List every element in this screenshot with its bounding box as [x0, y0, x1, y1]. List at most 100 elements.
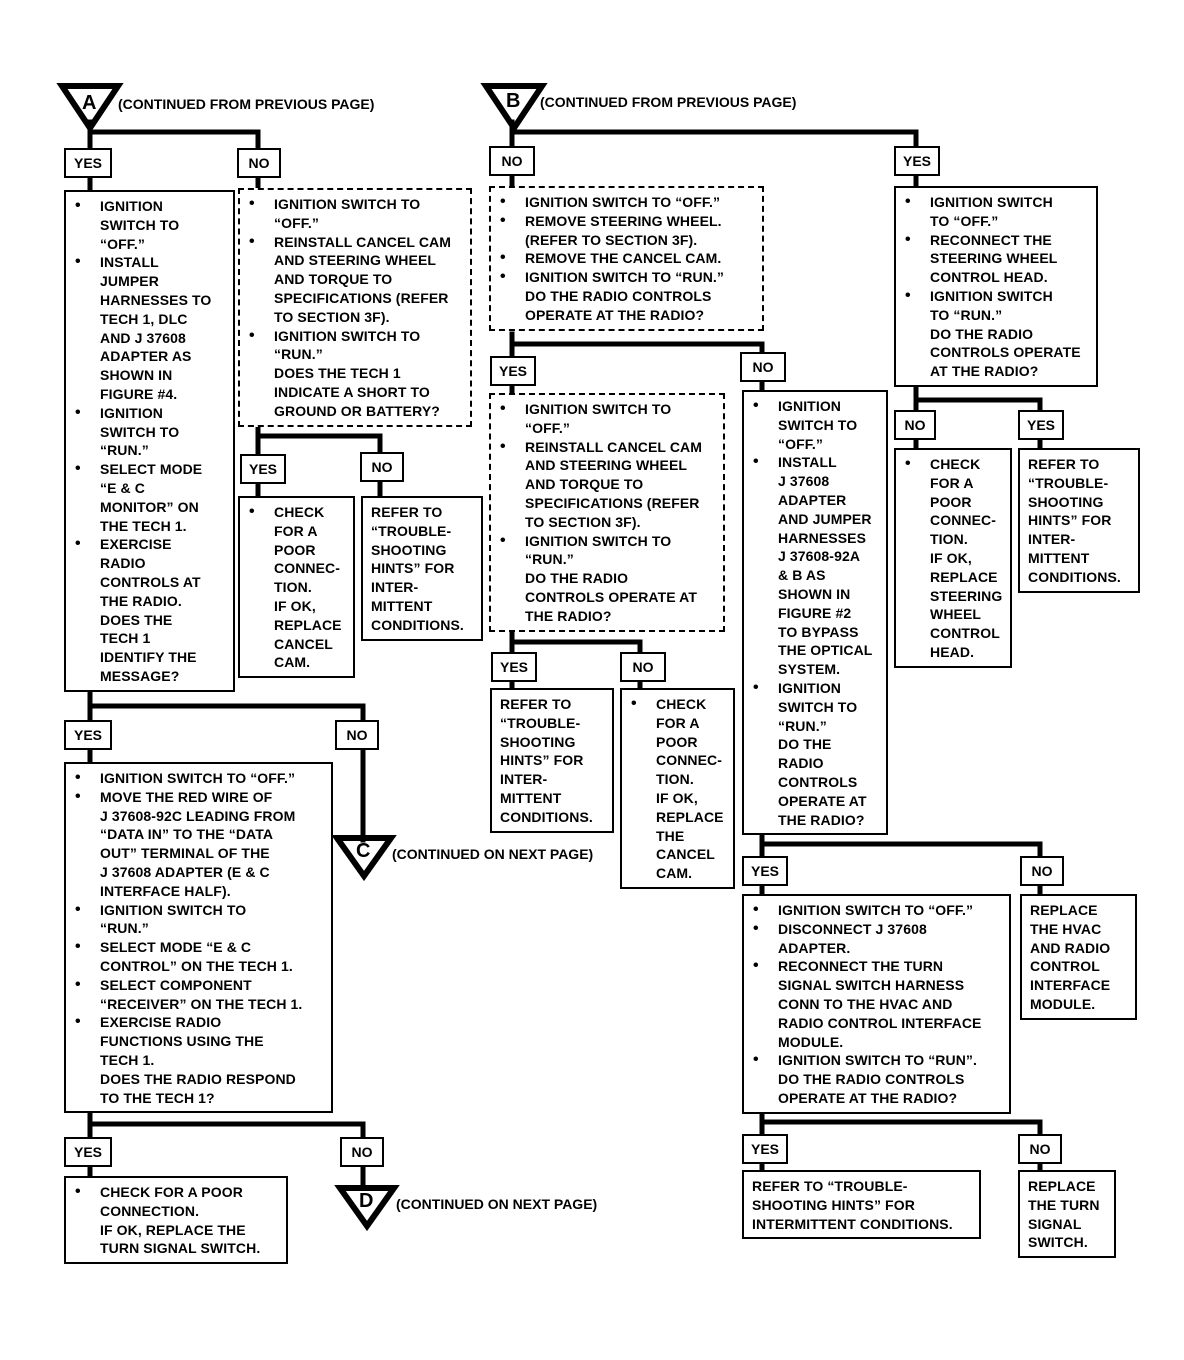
step-line: DO THE RADIO CONTROLS: [778, 1071, 965, 1088]
step-line: REPLACE: [656, 808, 724, 825]
step-line: AND STEERING WHEEL: [274, 252, 437, 269]
box-line: AND RADIO: [1030, 939, 1111, 956]
step-line: J 37608-92C LEADING FROM: [100, 807, 296, 824]
step-item: IGNITION SWITCH TO“OFF.”: [248, 195, 464, 233]
step-line: REINSTALL CANCEL CAM: [274, 233, 451, 250]
step-line: TION.: [930, 531, 968, 548]
step-line: SPECIFICATIONS (REFER: [274, 289, 449, 306]
step-line: TO SECTION 3F).: [274, 308, 390, 325]
tag-a-yes: YES: [64, 148, 112, 178]
tag-a-final-yes: YES: [64, 1137, 112, 1167]
tag-b-nyes-no: NO: [620, 652, 666, 682]
step-line: REPLACE: [274, 616, 342, 633]
step-line: DO THE RADIO: [930, 325, 1034, 342]
tag-b-yes: YES: [894, 146, 940, 176]
step-line: REINSTALL CANCEL CAM: [525, 438, 702, 455]
step-list: IGNITION SWITCH TO “OFF.”MOVE THE RED WI…: [74, 769, 325, 1107]
step-line: RADIO CONTROL INTERFACE: [778, 1014, 982, 1031]
box-line: CONDITIONS.: [371, 616, 464, 633]
step-line: AND J 37608: [100, 329, 186, 346]
step-line: OPERATE AT THE RADIO?: [778, 1089, 958, 1106]
step-list: IGNITION SWITCH TO“OFF.”REINSTALL CANCEL…: [248, 195, 464, 421]
step-line: SHOWN IN: [778, 585, 851, 602]
step-line: IGNITION: [100, 198, 164, 214]
step-line: WHEEL: [930, 606, 982, 623]
step-line: HARNESSES: [778, 529, 867, 546]
box-line: SHOOTING: [371, 541, 447, 558]
step-line: IGNITION SWITCH TO: [525, 401, 672, 417]
box-line: MITTENT: [371, 597, 433, 614]
step-line: JUMPER: [100, 273, 159, 290]
step-line: TECH 1.: [100, 1051, 155, 1068]
tag-b-nny-no: NO: [1018, 1134, 1062, 1164]
step-list: IGNITION SWITCH TO “OFF.”DISCONNECT J 37…: [752, 901, 1003, 1108]
box-line: REFER TO: [1028, 456, 1100, 472]
box-line: INTER-: [1028, 531, 1076, 548]
step-line: SELECT MODE “E & C: [100, 939, 252, 956]
step-list: IGNITION SWITCH TO “OFF.”REMOVE STEERING…: [499, 193, 756, 325]
step-line: CAM.: [274, 654, 311, 671]
step-line: SELECT MODE: [100, 461, 203, 478]
step-line: RECONNECT THE TURN: [778, 958, 944, 975]
step-line: & B AS: [778, 567, 826, 584]
step-line: TO BYPASS: [778, 623, 859, 640]
box-line: INTERMITTENT CONDITIONS.: [752, 1215, 953, 1232]
step-line: “RUN.”: [100, 920, 149, 937]
box-line: HINTS” FOR: [500, 752, 584, 769]
step-line: EXERCISE RADIO: [100, 1014, 222, 1031]
step-line: IF OK,: [274, 597, 316, 614]
step-item: MOVE THE RED WIRE OFJ 37608-92C LEADING …: [74, 788, 325, 901]
box-line: INTERFACE: [1030, 977, 1111, 994]
step-line: “RUN.”: [778, 717, 827, 734]
step-line: “OFF.”: [100, 235, 145, 252]
box-line: SHOOTING HINTS” FOR: [752, 1196, 915, 1213]
step-line: CHECK: [274, 504, 325, 520]
step-line: ADAPTER AS: [100, 348, 192, 365]
step-line: STEERING: [930, 587, 1003, 604]
step-line: J 37608: [778, 473, 830, 490]
step-line: DISCONNECT J 37608: [778, 920, 927, 937]
step-line: IGNITION: [778, 398, 842, 414]
step-line: TO SECTION 3F).: [525, 513, 641, 530]
step-line: AND JUMPER: [778, 510, 872, 527]
step-line: IF OK,: [656, 789, 698, 806]
step-line: CAM.: [656, 865, 693, 882]
step-item: IGNITION SWITCH TO“RUN.”DOES THE TECH 1I…: [248, 327, 464, 421]
step-line: (REFER TO SECTION 3F).: [525, 231, 698, 248]
step-line: REMOVE THE CANCEL CAM.: [525, 250, 722, 267]
step-line: DO THE RADIO: [525, 570, 629, 587]
step-line: REMOVE STEERING WHEEL.: [525, 212, 722, 229]
step-line: MONITOR” ON: [100, 498, 199, 515]
step-line: IGNITION SWITCH TO: [274, 196, 421, 212]
step-line: “OFF.”: [778, 435, 823, 452]
step-item: IGNITION SWITCH TO“RUN.”DO THE RADIOCONT…: [499, 532, 717, 626]
step-line: DOES THE RADIO RESPOND: [100, 1070, 296, 1087]
box-line: HINTS” FOR: [371, 560, 455, 577]
box-a-yes2-move-red-wire: IGNITION SWITCH TO “OFF.”MOVE THE RED WI…: [64, 762, 333, 1114]
step-line: IGNITION SWITCH: [930, 194, 1053, 210]
tag-a-no-yes: YES: [240, 454, 286, 484]
step-line: “RECEIVER” ON THE TECH 1.: [100, 995, 303, 1012]
step-line: IGNITION SWITCH TO: [525, 532, 672, 549]
step-line: J 37608 ADAPTER (E & C: [100, 863, 270, 880]
box-line: “TROUBLE-: [1028, 474, 1109, 491]
step-line: CONTROLS AT: [100, 573, 201, 590]
step-line: INSTALL: [100, 254, 159, 271]
